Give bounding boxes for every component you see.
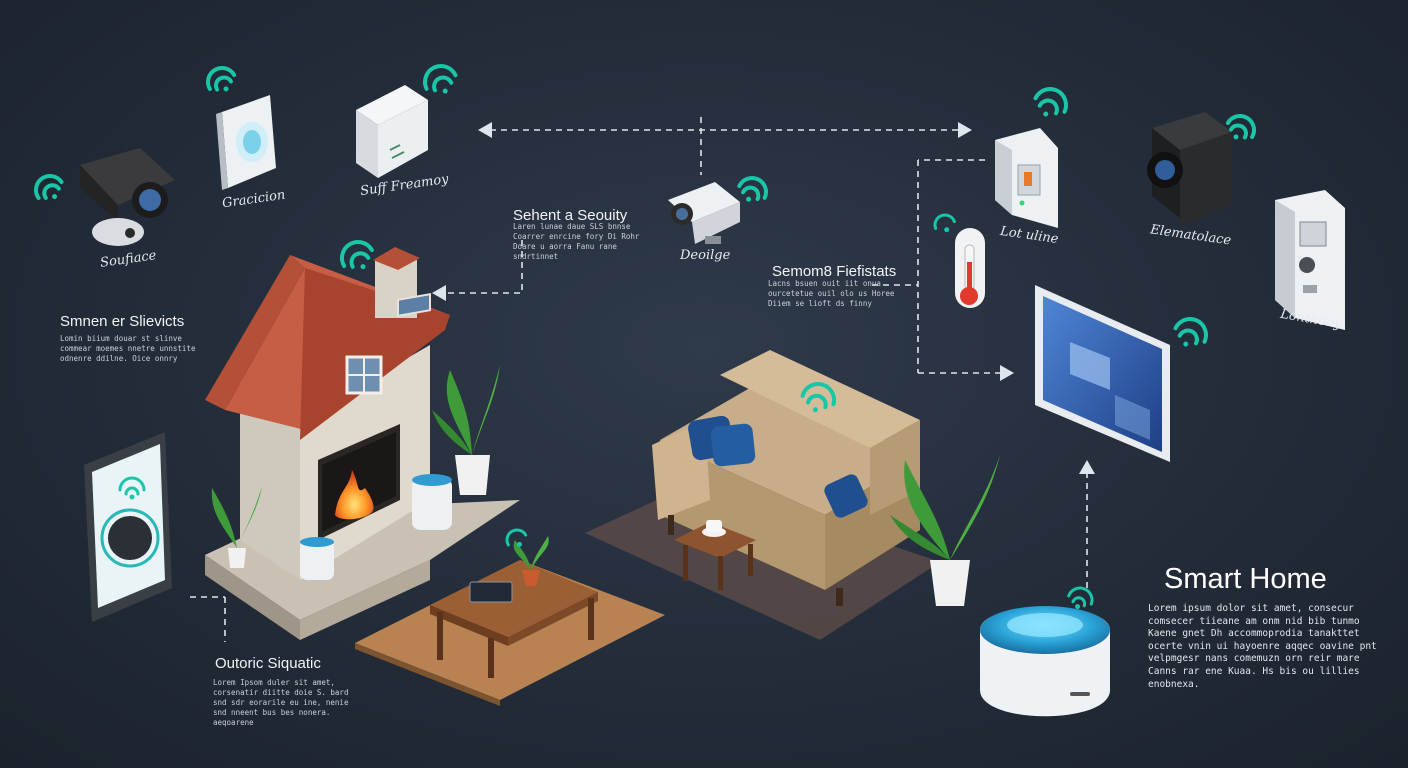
side-table — [674, 520, 756, 590]
services-title: Smnen er Slievicts — [60, 313, 185, 330]
outdoor-body: Lorem Ipsom duler sit amet, corsenatir d… — [213, 678, 349, 727]
arrow-heads — [432, 122, 1095, 474]
center-camera — [668, 182, 740, 244]
small-speakers — [300, 474, 452, 580]
outdoor-title: Outoric Siquatic — [215, 655, 321, 672]
smart-home-title: Smart Home — [1164, 563, 1327, 595]
router — [356, 85, 428, 178]
right-dark-camera — [1147, 112, 1232, 228]
connector-lines — [190, 117, 1088, 642]
services-body: Lomin biium douar st slinve commear moem… — [60, 334, 196, 363]
round-sensor — [216, 95, 276, 190]
coffee-table — [430, 560, 598, 678]
smart-home-body: Lorem ipsum dolor sit amet, consecur com… — [1148, 603, 1377, 690]
sofa — [652, 350, 920, 606]
phone — [84, 432, 172, 622]
wall-switch — [995, 128, 1058, 228]
house — [205, 247, 520, 640]
left-camera — [80, 148, 175, 246]
house-plants — [211, 365, 1000, 606]
thermostats-title: Semom8 Fiefistats — [772, 263, 897, 280]
thermometer — [955, 228, 985, 308]
tablet — [1035, 285, 1170, 462]
right-panel — [1275, 190, 1345, 330]
label-center-camera: Deoilge — [680, 248, 731, 263]
wifi-icons — [34, 64, 1256, 610]
table-plant — [513, 536, 549, 586]
security-title: Sehent a Seouity — [513, 207, 628, 224]
security-body: Laren lunae daue SLS bnnse Coarrer enrci… — [513, 222, 640, 261]
smart-speaker — [980, 606, 1110, 717]
thermostats-body: Lacns bsuen ouit iit onua ourcetetue oui… — [768, 279, 895, 308]
